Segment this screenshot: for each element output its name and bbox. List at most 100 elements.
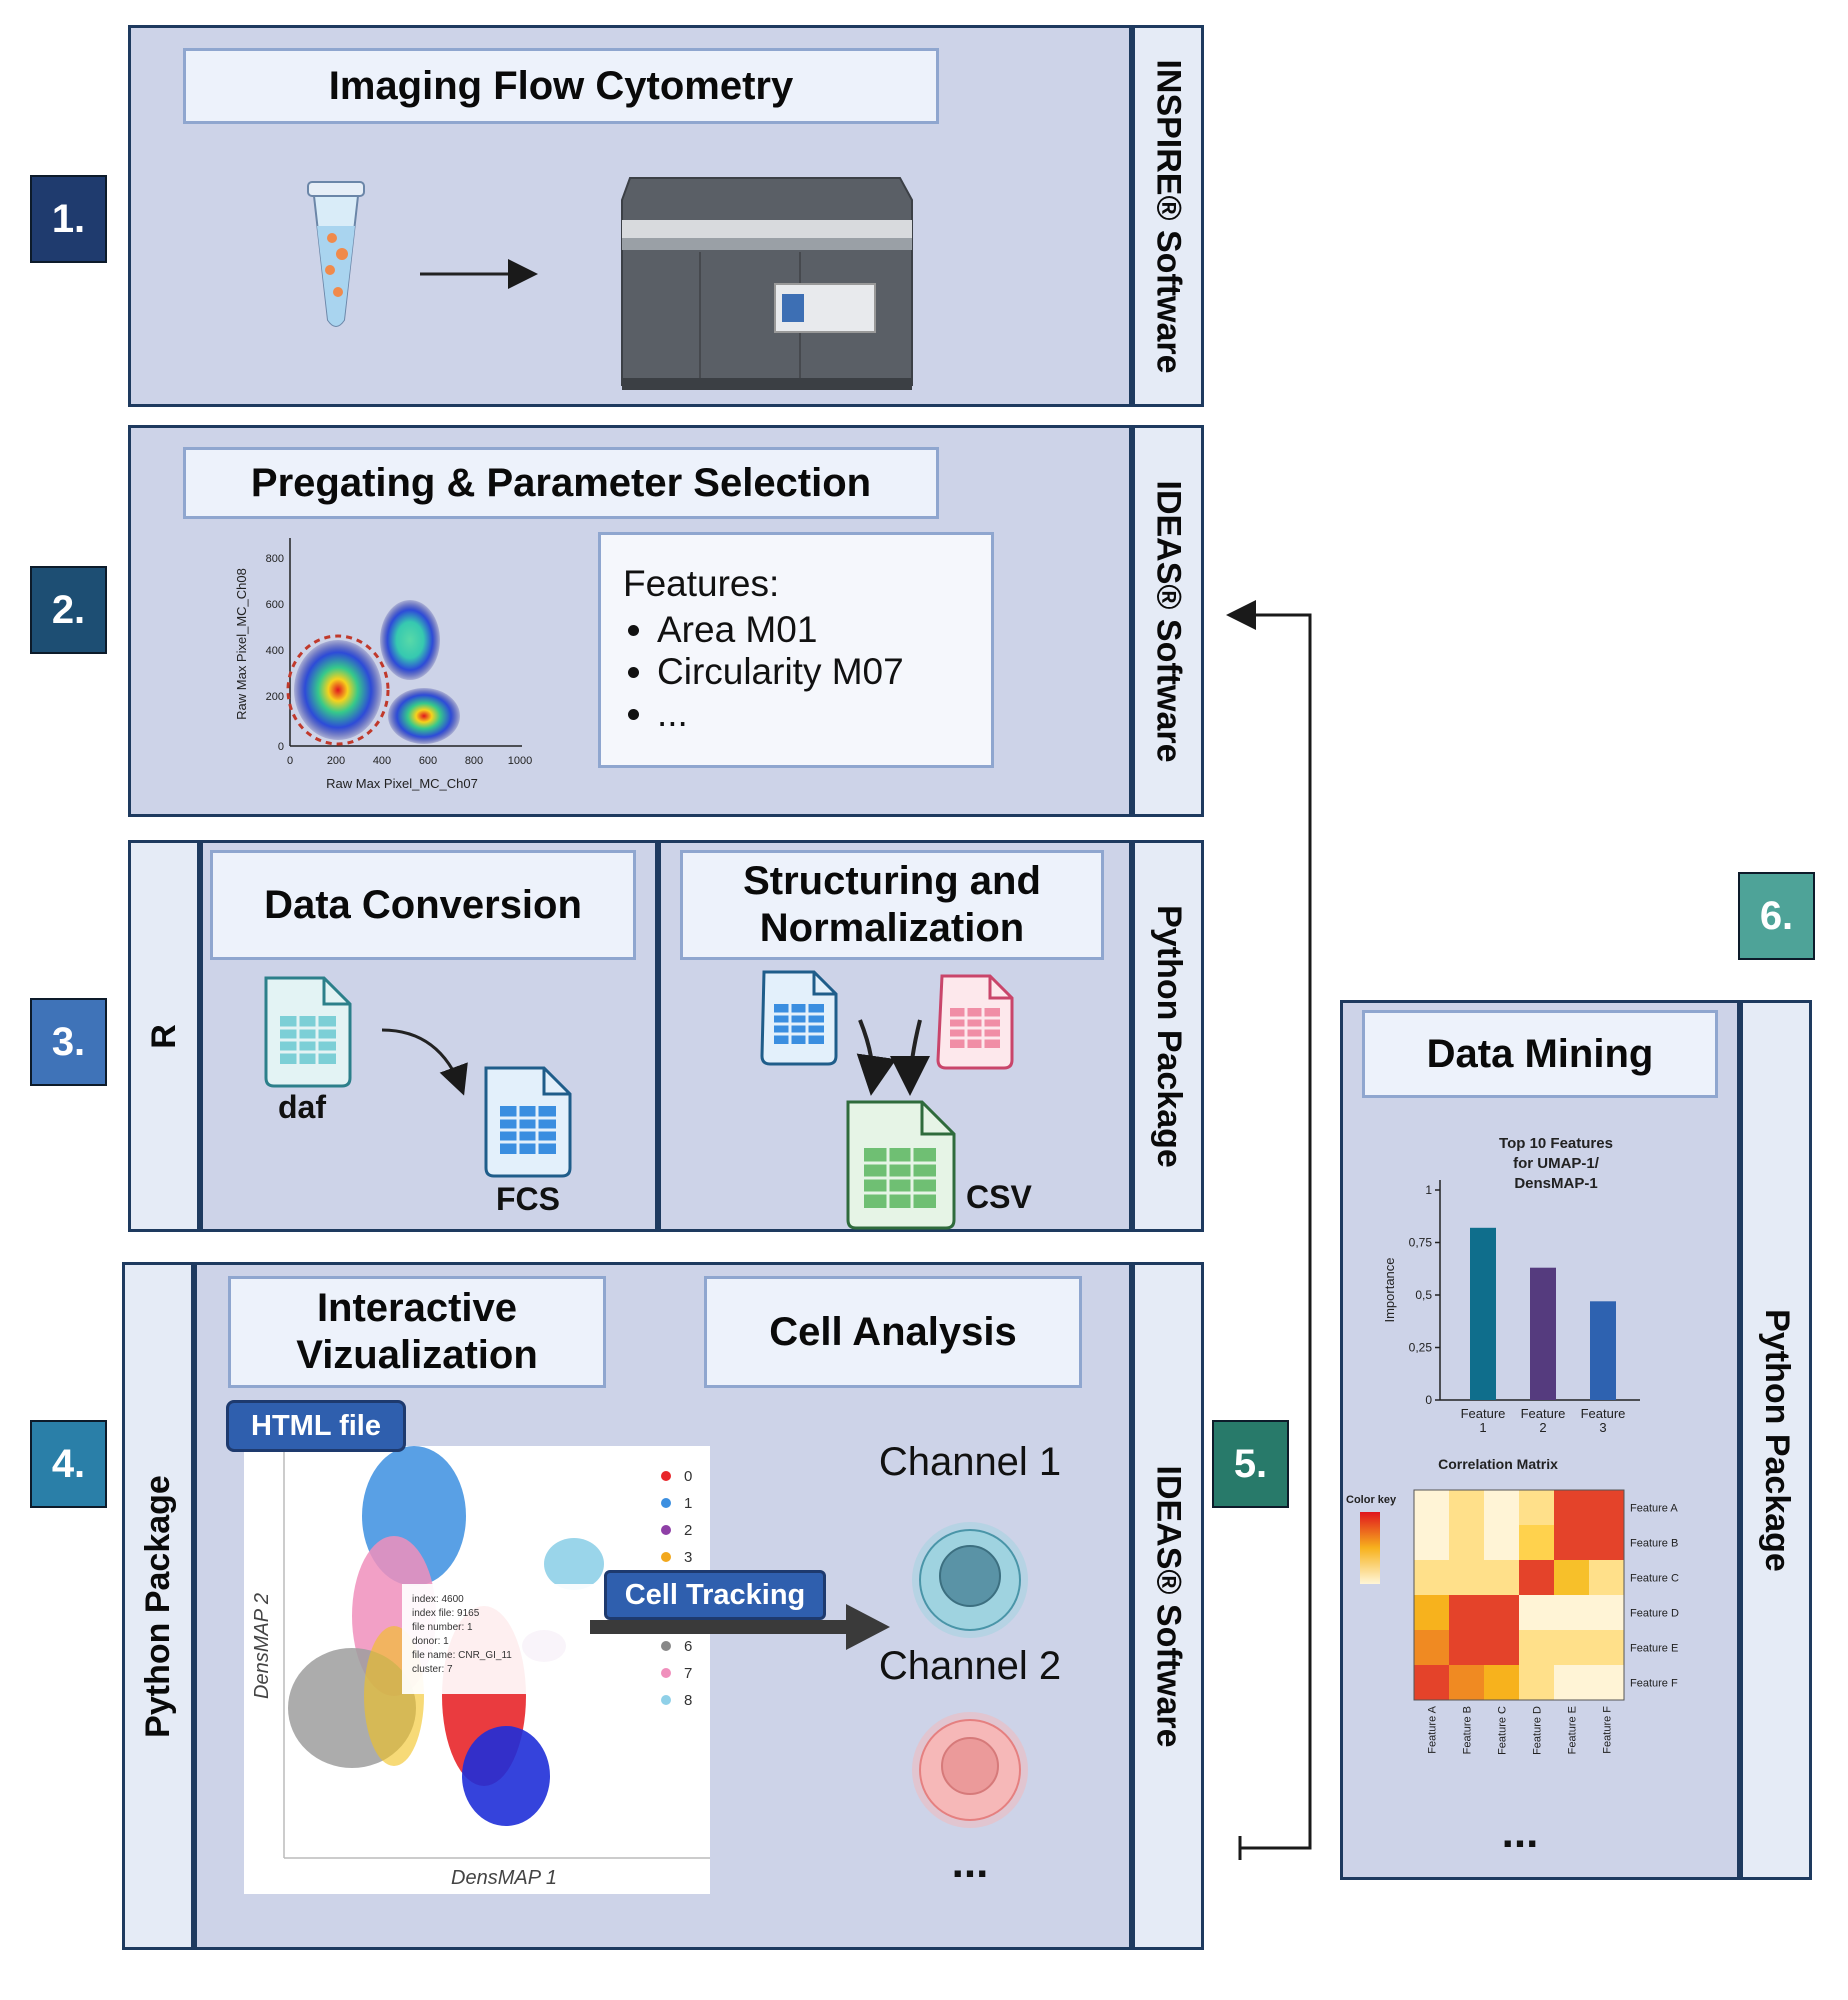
feature-item: Circularity M07 xyxy=(657,651,991,693)
side-label-python-mid-text: Python Package xyxy=(1149,904,1188,1168)
side-label-python-right: Python Package xyxy=(1740,1000,1812,1880)
fcs-file-icon xyxy=(484,1066,572,1178)
file-conversion-illustration: daf FCS CSV xyxy=(264,970,1032,1230)
densmap-legend: 0 1 2 3 6 7 8 xyxy=(661,1468,692,1709)
corr-row-label: Feature B xyxy=(1630,1538,1678,1550)
corr-cell xyxy=(1449,1490,1484,1525)
legend-label: 7 xyxy=(684,1665,692,1682)
corr-cell xyxy=(1484,1525,1519,1560)
corr-row-label: Feature F xyxy=(1630,1678,1678,1690)
corr-cell xyxy=(1484,1595,1519,1630)
side-label-python-right-text: Python Package xyxy=(1757,1308,1796,1572)
tooltip-line: index: 4600 xyxy=(412,1594,464,1605)
side-label-python-mid: Python Package xyxy=(1132,840,1204,1232)
corr-cell xyxy=(1589,1525,1624,1560)
csv-label: CSV xyxy=(966,1179,1032,1215)
pregating-scatter-plot: 0 200 400 600 800 1000 0 200 400 600 800… xyxy=(234,538,532,791)
corr-cell xyxy=(1554,1560,1589,1595)
channel-2-label: Channel 2 xyxy=(878,1644,1062,1688)
chart-bar xyxy=(1530,1267,1556,1400)
feature-importance-chart: Top 10 Features for UMAP-1/ DensMAP-1 00… xyxy=(1382,1135,1640,1435)
step-number-5: 5. xyxy=(1212,1420,1289,1508)
chart-bar xyxy=(1470,1227,1496,1400)
data-mining-ellipsis: ... xyxy=(1501,1808,1539,1857)
chart-x-label: Feature xyxy=(1521,1406,1566,1421)
chart-ylabel: Importance xyxy=(1382,1257,1397,1322)
features-box: Features: Area M01 Circularity M07 ... xyxy=(598,532,994,768)
corr-cell xyxy=(1414,1630,1449,1665)
pregating-x-ticks: 0 200 400 600 800 1000 xyxy=(287,755,532,767)
corr-cell xyxy=(1519,1560,1554,1595)
side-label-ideas-top: IDEAS® Software xyxy=(1132,425,1204,817)
feature-item: Area M01 xyxy=(657,609,991,651)
population-2 xyxy=(380,600,440,680)
corr-col-label: Feature A xyxy=(1427,1705,1439,1753)
densmap-ylabel: DensMAP 2 xyxy=(251,1593,273,1699)
x-tick: 1000 xyxy=(508,755,532,767)
corr-cell xyxy=(1414,1525,1449,1560)
corr-cell xyxy=(1554,1630,1589,1665)
legend-dot xyxy=(661,1525,671,1535)
corr-cell xyxy=(1449,1595,1484,1630)
legend-dot xyxy=(661,1471,671,1481)
fcs-label: FCS xyxy=(496,1181,560,1217)
tooltip-line: cluster: 7 xyxy=(412,1664,453,1675)
panel-data-mining xyxy=(1340,1000,1740,1880)
side-label-r: R xyxy=(128,840,200,1232)
side-label-inspire: INSPIRE® Software xyxy=(1132,25,1204,407)
corr-cell xyxy=(1589,1490,1624,1525)
step-number-3: 3. xyxy=(30,998,107,1086)
daf-file-icon xyxy=(264,976,352,1088)
chart-x-label: Feature xyxy=(1461,1406,1506,1421)
features-list: Area M01 Circularity M07 ... xyxy=(657,609,991,735)
corr-row-label: Feature D xyxy=(1630,1608,1679,1620)
chart-y-tick-label: 0,75 xyxy=(1409,1236,1433,1250)
corr-col-label: Feature D xyxy=(1532,1706,1544,1755)
corr-cell xyxy=(1589,1560,1624,1595)
tooltip-line: index file: 9165 xyxy=(412,1608,480,1619)
corr-title: Correlation Matrix xyxy=(1438,1456,1558,1472)
y-tick: 800 xyxy=(266,553,284,565)
corr-row-label: Feature C xyxy=(1630,1573,1679,1585)
legend-label: 2 xyxy=(684,1522,692,1539)
cell-tracking-badge[interactable]: Cell Tracking xyxy=(604,1570,826,1620)
densmap-plot-area: 0 1 2 3 6 7 8 index: 4600 index file: 91… xyxy=(244,1446,710,1894)
population-1 xyxy=(294,640,382,740)
densmap-xlabel: DensMAP 1 xyxy=(451,1867,557,1889)
step-number-2: 2. xyxy=(30,566,107,654)
daf-to-fcs-arrow xyxy=(381,1028,468,1096)
x-tick: 200 xyxy=(327,755,345,767)
legend-dot xyxy=(661,1668,671,1678)
sample-tube-icon xyxy=(307,181,365,327)
tooltip-line: donor: 1 xyxy=(412,1636,449,1647)
corr-cell xyxy=(1449,1665,1484,1700)
chart-y-tick-label: 0,25 xyxy=(1409,1341,1433,1355)
correlation-matrix: Correlation Matrix Color key Feature AFe… xyxy=(1346,1456,1679,1755)
chart-y-tick-label: 1 xyxy=(1425,1183,1432,1197)
data-mining-title: Data Mining xyxy=(1362,1010,1718,1098)
corr-cell xyxy=(1519,1525,1554,1560)
corr-cell xyxy=(1589,1630,1624,1665)
chart-title-line-1: Top 10 Features xyxy=(1499,1135,1613,1152)
corr-cell xyxy=(1554,1490,1589,1525)
corr-cell xyxy=(1519,1630,1554,1665)
color-key-label: Color key xyxy=(1346,1494,1397,1506)
feedback-arrow xyxy=(1226,600,1312,1850)
corr-cell xyxy=(1449,1525,1484,1560)
corr-cell xyxy=(1589,1665,1624,1700)
feature-item: ... xyxy=(657,693,991,735)
html-file-badge[interactable]: HTML file xyxy=(226,1400,406,1452)
side-label-inspire-text: INSPIRE® Software xyxy=(1149,58,1188,374)
merge-arrow-left xyxy=(856,1019,897,1096)
corr-cell xyxy=(1484,1630,1519,1665)
channel-ellipsis: ... xyxy=(951,1838,989,1887)
y-tick: 0 xyxy=(278,741,284,753)
y-tick: 400 xyxy=(266,645,284,657)
gate-circle xyxy=(286,634,390,746)
densmap-scatter: 0 1 2 3 6 7 8 index: 4600 index file: 91… xyxy=(251,1446,710,1889)
tooltip-line: file name: CNR_GI_11 xyxy=(412,1650,512,1661)
chart-y-ticks: 00,250,50,751 xyxy=(1409,1183,1440,1407)
y-tick: 200 xyxy=(266,691,284,703)
